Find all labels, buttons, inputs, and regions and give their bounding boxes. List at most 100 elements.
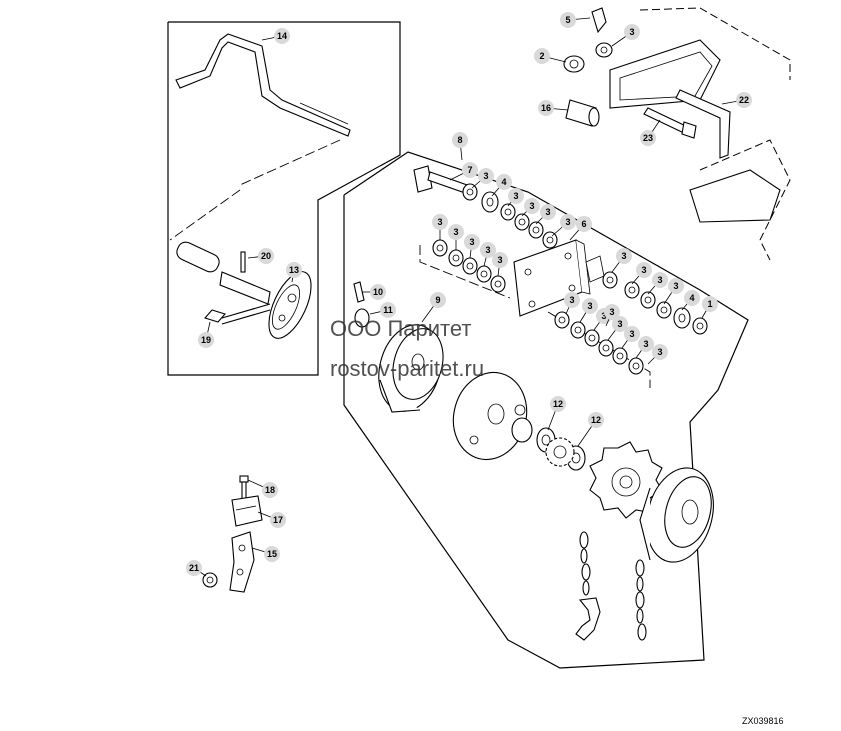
callout-number: 3 xyxy=(545,207,550,217)
callout-4: 4 xyxy=(681,290,700,311)
chain-right xyxy=(635,559,647,641)
callout-3: 3 xyxy=(579,298,598,323)
callout-bubble xyxy=(564,292,580,308)
callout-3: 3 xyxy=(635,336,654,359)
callout-13: 13 xyxy=(286,262,302,283)
callout-21: 21 xyxy=(186,560,207,577)
callout-7: 7 xyxy=(449,162,478,181)
callout-12: 12 xyxy=(577,412,604,447)
callout-bubble xyxy=(534,48,550,64)
callout-bubble xyxy=(702,296,718,312)
callout-22: 22 xyxy=(721,92,752,108)
callout-bubble xyxy=(624,326,640,342)
bolt-part-7 xyxy=(413,165,471,195)
callout-3: 3 xyxy=(432,214,448,240)
callout-bubble xyxy=(612,316,628,332)
callout-number: 3 xyxy=(569,295,574,305)
callout-11: 11 xyxy=(369,302,396,318)
pin-part-10 xyxy=(353,281,365,303)
callout-bubble xyxy=(560,12,576,28)
callout-bubble xyxy=(636,262,652,278)
callout-bubble xyxy=(640,130,656,146)
callout-number: 3 xyxy=(453,227,458,237)
callout-number: 16 xyxy=(541,103,551,113)
callout-bubble xyxy=(430,292,446,308)
callout-number: 3 xyxy=(657,347,662,357)
callout-number: 3 xyxy=(485,245,490,255)
callout-bubble xyxy=(186,560,202,576)
bolt-part-23 xyxy=(643,107,697,139)
pin-part-20 xyxy=(240,251,246,273)
callout-number: 21 xyxy=(189,563,199,573)
callout-number: 6 xyxy=(581,219,586,229)
bushing-part-16 xyxy=(565,99,600,127)
callout-number: 3 xyxy=(629,27,634,37)
callout-number: 4 xyxy=(689,293,694,303)
callout-5: 5 xyxy=(560,12,591,28)
callout-bubble xyxy=(624,24,640,40)
callout-3: 3 xyxy=(607,316,628,341)
callout-number: 18 xyxy=(265,485,275,495)
callout-number: 20 xyxy=(261,251,271,261)
callout-number: 11 xyxy=(383,305,393,315)
callout-bubble xyxy=(380,302,396,318)
callout-number: 3 xyxy=(643,339,648,349)
bracket-part-15 xyxy=(229,531,255,593)
callout-number: 5 xyxy=(565,15,570,25)
callout-number: 1 xyxy=(707,299,712,309)
callout-number: 3 xyxy=(601,311,606,321)
callout-number: 12 xyxy=(591,415,601,425)
large-sprocket xyxy=(589,441,663,519)
callout-3: 3 xyxy=(611,24,640,47)
callout-number: 13 xyxy=(289,265,299,275)
callout-number: 3 xyxy=(497,255,502,265)
callout-3: 3 xyxy=(471,168,494,189)
nut-part-21 xyxy=(202,572,218,588)
callout-3: 3 xyxy=(521,198,540,217)
callout-bubble xyxy=(370,284,386,300)
washer-part-3-top xyxy=(595,42,613,58)
callout-bubble xyxy=(588,412,604,428)
callout-6: 6 xyxy=(569,216,592,241)
callout-3: 3 xyxy=(535,204,556,225)
callout-bubble xyxy=(452,132,468,148)
right-washer-stack xyxy=(602,271,708,335)
bolt-part-19 xyxy=(204,303,271,325)
callout-1: 1 xyxy=(701,296,718,319)
callout-bubble xyxy=(538,100,554,116)
nut-part-2 xyxy=(563,55,585,73)
callout-bubble xyxy=(258,248,274,264)
callout-number: 2 xyxy=(539,51,544,61)
callout-number: 3 xyxy=(617,319,622,329)
watermark-website: rostov-paritet.ru xyxy=(330,356,484,381)
callout-bubble xyxy=(286,262,302,278)
sleeve-part xyxy=(176,241,271,305)
callout-bubble xyxy=(668,278,684,294)
callout-bubble xyxy=(464,234,480,250)
callout-bubble xyxy=(508,188,524,204)
callout-number: 22 xyxy=(739,95,749,105)
callout-number: 3 xyxy=(673,281,678,291)
callout-20: 20 xyxy=(247,248,274,264)
callout-3: 3 xyxy=(611,248,632,273)
callout-3: 3 xyxy=(663,278,684,305)
callout-3: 3 xyxy=(480,242,496,267)
handle-part-22 xyxy=(675,89,731,159)
callout-number: 3 xyxy=(629,329,634,339)
callout-number: 3 xyxy=(657,275,662,285)
callout-bubble xyxy=(262,482,278,498)
callout-number: 3 xyxy=(529,201,534,211)
callout-bubble xyxy=(616,248,632,264)
callout-bubble xyxy=(264,546,280,562)
callout-3: 3 xyxy=(564,292,580,315)
callout-4: 4 xyxy=(491,174,512,197)
callout-number: 17 xyxy=(273,515,283,525)
callout-number: 15 xyxy=(267,549,277,559)
frame-bracket-top xyxy=(609,7,791,261)
callout-3: 3 xyxy=(621,326,640,349)
large-wheel xyxy=(639,467,714,563)
callout-bubble xyxy=(582,298,598,314)
pin-part-5 xyxy=(591,7,607,34)
